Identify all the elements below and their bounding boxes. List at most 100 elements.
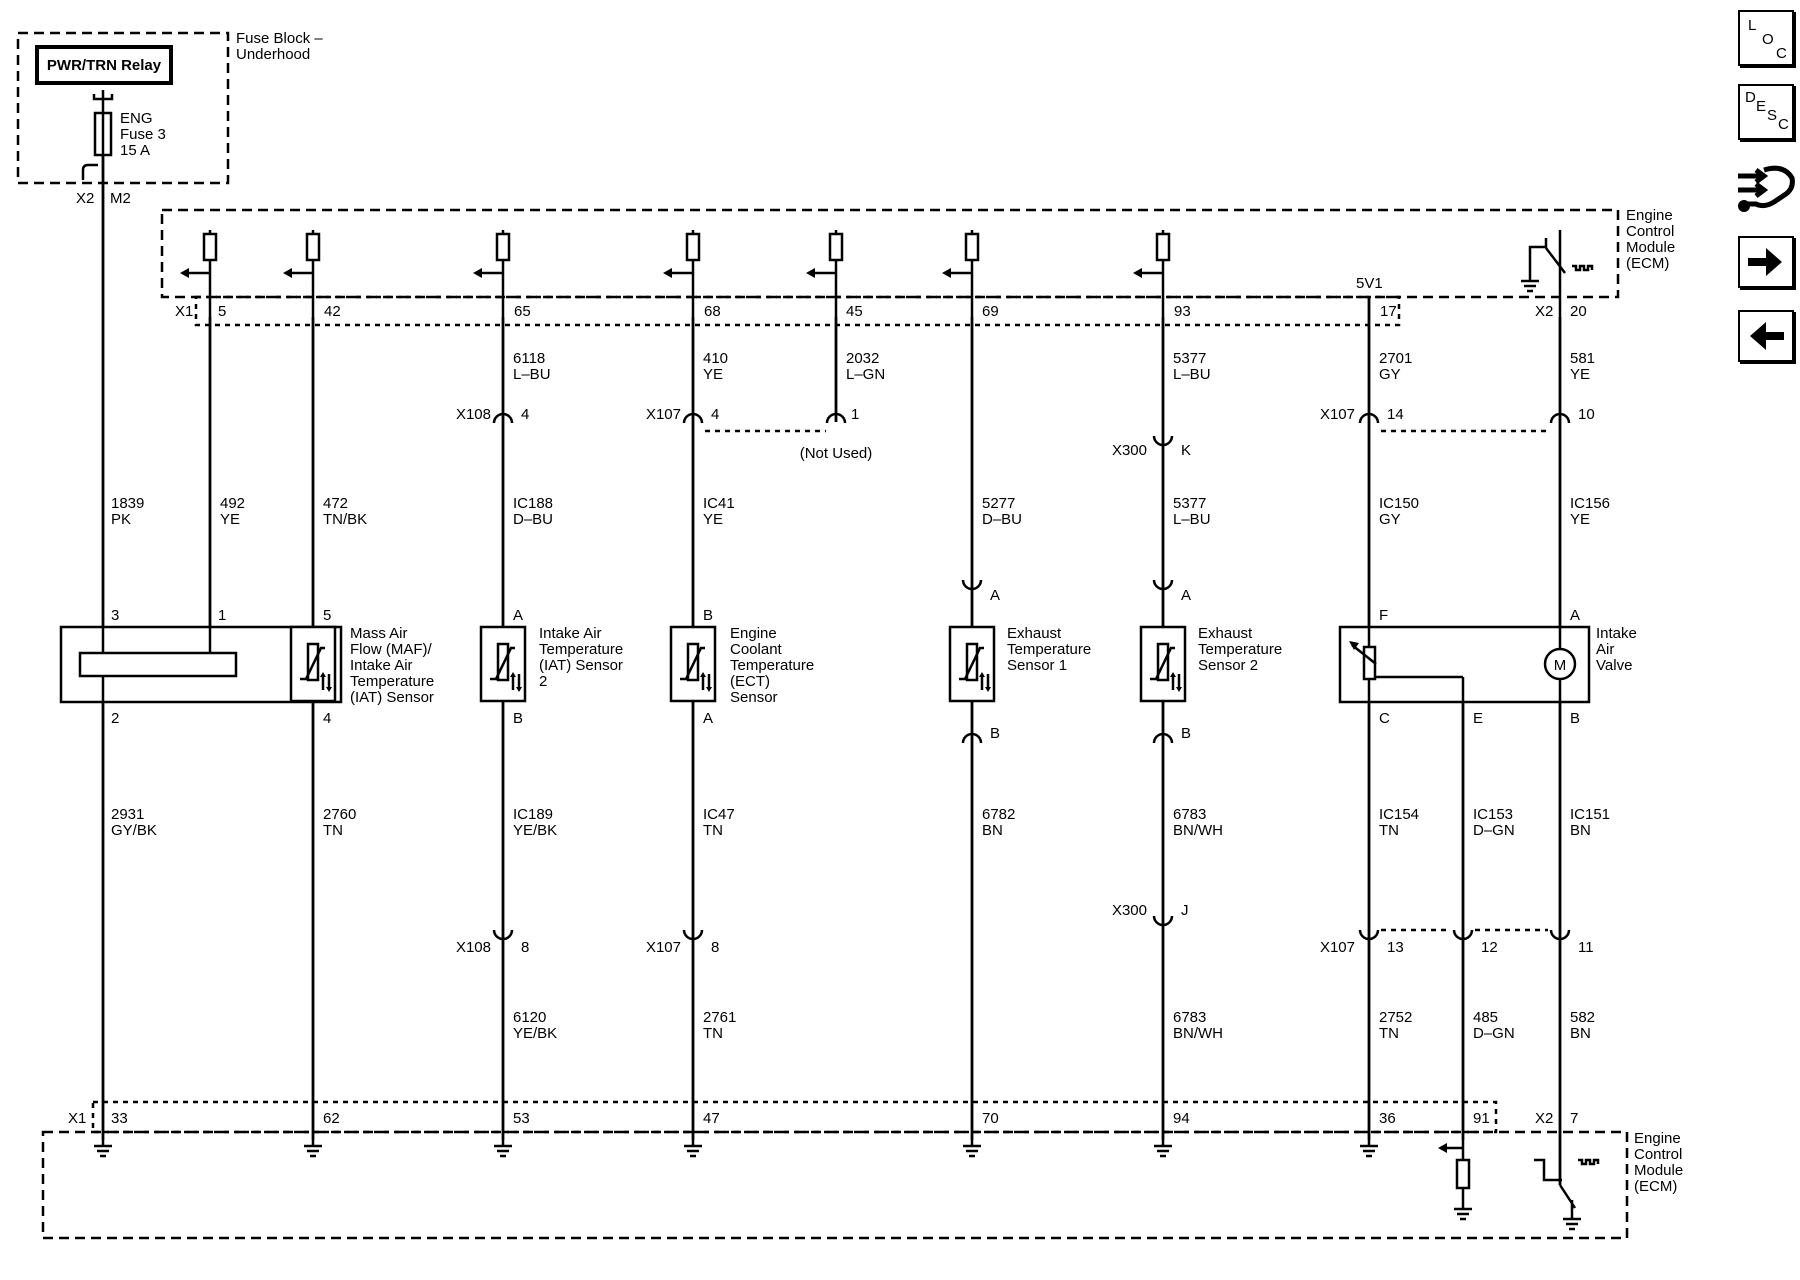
iav-pin: E <box>1473 710 1483 727</box>
inline-x107b-pin: 14 <box>1387 406 1404 423</box>
relay-box <box>35 45 173 85</box>
wire-circuit: 6118 <box>513 350 545 367</box>
intake-air-valve <box>1338 625 1591 704</box>
ecm-bottom-pulldown <box>1438 1140 1471 1203</box>
wire-color: TN <box>1379 1025 1399 1042</box>
ecm-top-pin: 93 <box>1174 303 1191 320</box>
ecm-top-pin: 5 <box>218 303 226 320</box>
wire-circuit: 2701 <box>1379 350 1412 367</box>
wire-color: YE <box>220 511 240 528</box>
wire-circuit: IC154 <box>1379 806 1419 823</box>
maf-pin: 2 <box>111 710 119 727</box>
wire-color: L–BU <box>513 366 551 383</box>
inline-x107-pin: 4 <box>711 406 719 423</box>
ect-sensor <box>669 625 717 703</box>
inline-x300-pin: K <box>1181 442 1191 459</box>
wire-color: D–BU <box>513 511 553 528</box>
wire-color: D–GN <box>1473 822 1515 839</box>
wire-circuit: 485 <box>1473 1009 1498 1026</box>
iav-pin: B <box>1570 710 1580 727</box>
ecm-bottom-x2: X2 <box>1535 1110 1553 1127</box>
maf-pin: 4 <box>323 710 331 727</box>
ecm-bottom-pin: 33 <box>111 1110 128 1127</box>
ecm-bottom-switch <box>1534 1158 1600 1213</box>
inline-x108-conn: X108 <box>456 406 491 423</box>
iav-pin: A <box>1570 607 1580 624</box>
inline-not-used-pin: 1 <box>851 406 859 423</box>
wire-circuit: IC151 <box>1570 806 1610 823</box>
ecm-top-pin: 20 <box>1570 303 1587 320</box>
ecm-top-pin: 69 <box>982 303 999 320</box>
previous-arrow-icon <box>1750 322 1784 350</box>
desc-letter-e: E <box>1756 98 1767 115</box>
wire-circuit: 472 <box>323 495 348 512</box>
previous-page-button[interactable] <box>1738 310 1794 362</box>
desc-letter-c: C <box>1778 116 1789 133</box>
egt2-pin-top: A <box>1181 587 1191 604</box>
ecm-top-5v-ref: 5V1 <box>1356 275 1383 292</box>
loc-letter-c: C <box>1776 45 1787 62</box>
wire-color: YE/BK <box>513 822 557 839</box>
wire-circuit: IC156 <box>1570 495 1610 512</box>
wire-color: PK <box>111 511 131 528</box>
fuse-pin-m2: M2 <box>110 190 131 207</box>
ecm-bottom-pin: 7 <box>1570 1110 1578 1127</box>
inline-x107b-lower-conn: X107 <box>1320 939 1355 956</box>
desc-letter-d: D <box>1745 89 1756 106</box>
location-button[interactable]: L O C <box>1738 10 1794 66</box>
ecm-top-x2: X2 <box>1535 303 1553 320</box>
maf-pin: 3 <box>111 607 119 624</box>
wire-color: BN <box>1570 822 1591 839</box>
wire-color: BN <box>982 822 1003 839</box>
inline-x107-conn: X107 <box>646 406 681 423</box>
wire-color: TN <box>703 1025 723 1042</box>
maf-pin: 5 <box>323 607 331 624</box>
ecm-top-pin: 68 <box>704 303 721 320</box>
wire-circuit: 2760 <box>323 806 356 823</box>
inline-x300-lower-conn: X300 <box>1112 902 1147 919</box>
wire-circuit: 582 <box>1570 1009 1595 1026</box>
ecm-top-pin: 17 <box>1380 303 1397 320</box>
inline-x108-lower-pin: 8 <box>521 939 529 956</box>
inline-x108-lower-conn: X108 <box>456 939 491 956</box>
wire-color: L–GN <box>846 366 885 383</box>
connector-tool-icon[interactable] <box>1734 162 1798 220</box>
iat2-pin-bottom: B <box>513 710 523 727</box>
wire-circuit: 6783 <box>1173 1009 1206 1026</box>
relay-label: PWR/TRN Relay <box>47 57 162 74</box>
inline-x107-lower-conn: X107 <box>646 939 681 956</box>
wire-color: GY <box>1379 366 1401 383</box>
wire-circuit: 2032 <box>846 350 879 367</box>
wire-color: TN <box>703 822 723 839</box>
ecm-bottom-pin: 47 <box>703 1110 720 1127</box>
motor-symbol: M <box>1554 657 1567 674</box>
next-page-button[interactable] <box>1738 236 1794 288</box>
wire-circuit: 2761 <box>703 1009 736 1026</box>
wire-circuit: 5377 <box>1173 350 1206 367</box>
not-used-label: (Not Used) <box>800 445 873 462</box>
wire-color: YE <box>703 366 723 383</box>
fuse-block-title: Fuse Block –Underhood <box>236 30 323 63</box>
wire-color: TN <box>1379 822 1399 839</box>
ect-pin-top: B <box>703 607 713 624</box>
description-button[interactable]: D E S C <box>1738 84 1794 140</box>
ecm-bottom-pin: 36 <box>1379 1110 1396 1127</box>
ecm-bottom-pin: 70 <box>982 1110 999 1127</box>
ecm-bottom-pin: 91 <box>1473 1110 1490 1127</box>
ecm-bottom-pin: 62 <box>323 1110 340 1127</box>
wire-color: L–BU <box>1173 511 1211 528</box>
ecm-bottom-pin: 53 <box>513 1110 530 1127</box>
iat2-pin-top: A <box>513 607 523 624</box>
inline-x300-lower-pin: J <box>1181 902 1189 919</box>
egt1-pin-top: A <box>990 587 1000 604</box>
wire-circuit: IC47 <box>703 806 735 823</box>
wire-color: YE <box>703 511 723 528</box>
wire-color: YE/BK <box>513 1025 557 1042</box>
inline-x300-conn: X300 <box>1112 442 1147 459</box>
